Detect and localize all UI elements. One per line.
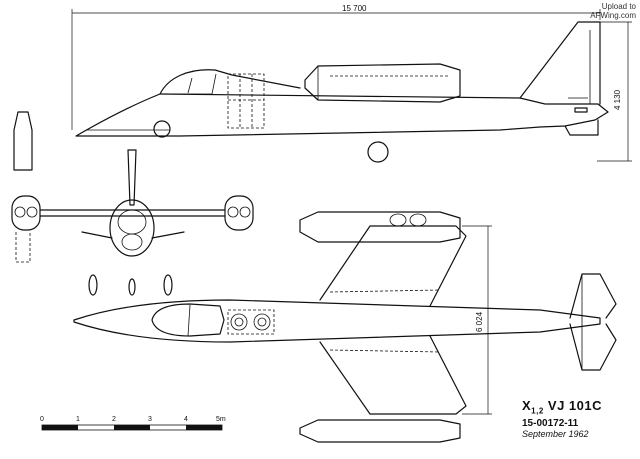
- scale-tick-3: 3: [148, 416, 152, 423]
- scale-tick-2: 2: [112, 416, 116, 423]
- span-dimension: 6 024: [462, 225, 492, 415]
- length-label: 15 700: [342, 4, 367, 13]
- watermark: Upload to AFWing.com: [590, 2, 636, 20]
- length-dimension: 15 700: [71, 4, 601, 130]
- watermark-line2: AFWing.com: [590, 11, 636, 20]
- scale-tick-4: 4: [184, 416, 188, 423]
- scale-tick-5: 5m: [216, 416, 226, 423]
- height-dimension: 4 130: [597, 21, 632, 162]
- designation-sub: 1,2: [531, 406, 544, 416]
- watermark-line1: Upload to: [601, 2, 636, 11]
- scale-tick-1: 1: [76, 416, 80, 423]
- top-view: [73, 211, 617, 443]
- drawing-number: 15-00172-11: [522, 417, 579, 429]
- title-block: X1,2 VJ 101C 15-00172-11 September 1962: [522, 398, 602, 439]
- scale-bar: 0 1 2 3 4 5m: [40, 416, 226, 431]
- height-label: 4 130: [613, 89, 622, 110]
- span-label: 6 024: [475, 311, 484, 332]
- scale-tick-0: 0: [40, 416, 44, 423]
- aircraft-designation: X1,2 VJ 101C: [522, 398, 602, 416]
- designation-x: X: [522, 398, 532, 413]
- side-view: [75, 21, 609, 163]
- nacelle-view: [13, 111, 33, 263]
- drawing-date: September 1962: [522, 428, 589, 439]
- designation-rest: VJ 101C: [543, 398, 602, 413]
- front-view: [11, 120, 254, 296]
